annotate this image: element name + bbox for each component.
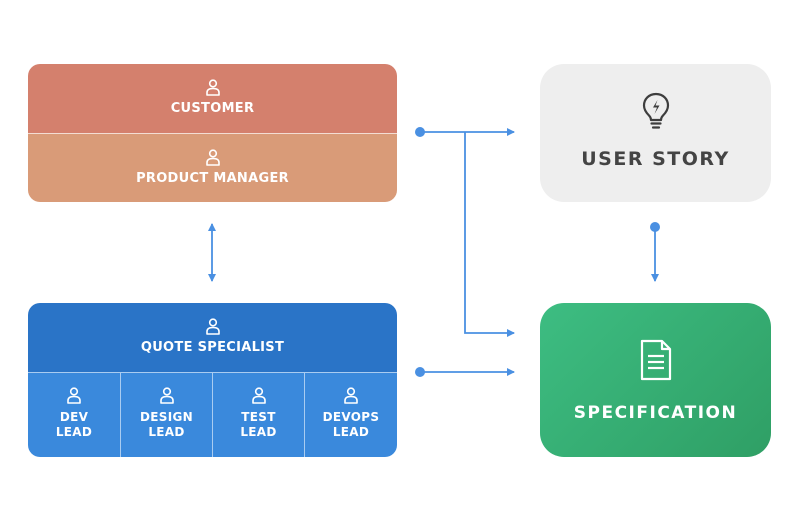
arrow-top-to-specification <box>464 132 515 337</box>
test-lead-label-line2: LEAD <box>240 425 277 439</box>
dev-lead-label-line1: DEV <box>59 410 89 424</box>
specification-label: SPECIFICATION <box>573 403 738 423</box>
design-lead-node: DESIGN LEAD <box>120 372 212 457</box>
person-icon <box>205 79 220 96</box>
dev-lead-node: DEV LEAD <box>28 372 120 457</box>
user-story-node: USER STORY <box>540 64 771 202</box>
person-icon <box>205 149 220 166</box>
quote-specialist-label: QUOTE SPECIALIST <box>140 340 285 355</box>
document-icon <box>640 339 671 381</box>
quote-specialist-node: QUOTE SPECIALIST <box>28 303 397 372</box>
design-lead-label-line1: DESIGN <box>140 410 193 424</box>
product-manager-label: PRODUCT MANAGER <box>136 171 289 186</box>
customer-node: CUSTOMER <box>28 64 397 133</box>
person-icon <box>251 387 266 404</box>
dev-lead-label-line2: LEAD <box>55 425 93 439</box>
devops-lead-label-line1: DEVOPS <box>322 410 380 424</box>
test-lead-node: TEST LEAD <box>212 372 304 457</box>
person-icon <box>205 318 220 335</box>
product-manager-node: PRODUCT MANAGER <box>28 133 397 202</box>
devops-lead-label-line2: LEAD <box>332 425 370 439</box>
specification-node: SPECIFICATION <box>540 303 771 457</box>
person-icon <box>67 387 81 404</box>
stakeholders-group: CUSTOMER PRODUCT MANAGER <box>28 64 397 202</box>
lightbulb-icon <box>642 92 669 129</box>
customer-label: CUSTOMER <box>170 101 255 116</box>
person-icon <box>344 387 358 404</box>
delivery-team-group: QUOTE SPECIALIST DEV LEAD DESIGN LEAD TE… <box>28 303 397 457</box>
person-icon <box>159 387 174 404</box>
test-lead-label-line1: TEST <box>241 410 276 424</box>
devops-lead-node: DEVOPS LEAD <box>304 372 397 457</box>
design-lead-label-line2: LEAD <box>148 425 185 439</box>
user-story-label: USER STORY <box>581 148 730 170</box>
